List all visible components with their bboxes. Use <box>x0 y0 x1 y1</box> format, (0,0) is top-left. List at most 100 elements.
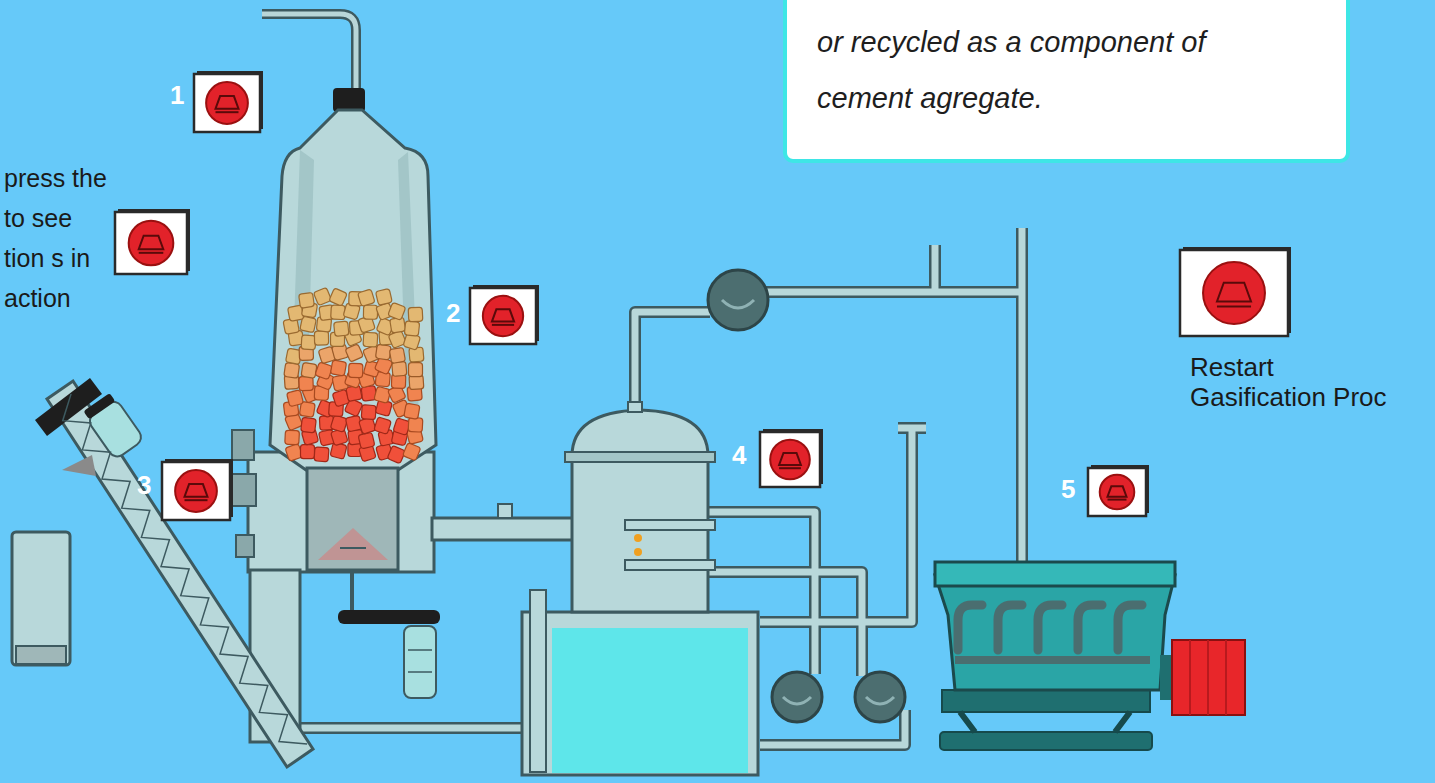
button-icon <box>779 453 801 465</box>
fuel-pellet <box>363 305 377 319</box>
engine <box>958 605 1142 650</box>
play-button <box>115 212 187 274</box>
button-icon <box>492 324 514 326</box>
pipe-outline <box>1016 228 1028 565</box>
button-icon <box>139 236 164 250</box>
fuel-pellet <box>283 287 424 463</box>
auger-screw <box>63 394 307 744</box>
button-light <box>1100 475 1135 510</box>
gasifier-vessel <box>270 110 436 470</box>
feed-pipe <box>262 14 356 92</box>
pump <box>866 697 894 704</box>
scrubber-vessel <box>625 520 715 530</box>
feed-auger <box>47 381 313 767</box>
play-button <box>470 288 536 344</box>
button-icon <box>1107 499 1126 501</box>
pipe <box>1019 228 1026 565</box>
gasifier-vessel <box>236 535 254 557</box>
button-icon <box>139 252 164 254</box>
fuel-pellet <box>285 430 300 445</box>
grate-chamber <box>404 626 436 698</box>
fuel-pellet <box>299 292 315 308</box>
pipe <box>760 428 912 622</box>
pipe <box>766 289 1022 296</box>
fuel-pellet <box>376 289 393 306</box>
fuel-pellet <box>313 287 331 305</box>
feed-auger <box>82 392 145 460</box>
fuel-pellet <box>409 363 423 377</box>
grate-chamber <box>307 468 440 698</box>
scrubber-vessel <box>522 402 758 775</box>
scrubber-vessel <box>522 612 758 775</box>
callout-number: 1 <box>170 80 184 110</box>
play-button <box>162 462 230 520</box>
fuel-pellet <box>345 344 363 362</box>
button-icon <box>216 96 239 109</box>
pump <box>855 672 905 722</box>
fuel-pellet <box>329 288 347 306</box>
pump <box>708 270 768 330</box>
fuel-pellet <box>374 417 392 435</box>
pipe <box>300 725 522 732</box>
fuel-pellet <box>408 417 423 432</box>
feed-auger <box>16 646 66 664</box>
button-icon <box>216 111 239 113</box>
fuel-pellet <box>358 289 375 306</box>
engine <box>935 575 1175 690</box>
button-icon <box>779 467 801 469</box>
pipe-outline <box>635 312 710 410</box>
scrubber-vessel <box>634 534 642 542</box>
pump <box>708 270 905 722</box>
play-button <box>194 74 260 132</box>
play-button <box>1180 250 1288 336</box>
fuel-pellet <box>348 363 362 377</box>
play-button <box>1088 468 1146 516</box>
scrubber-vessel <box>625 560 715 570</box>
fuel-pellet <box>375 344 391 360</box>
callout-number: 5 <box>1061 474 1075 504</box>
button-icon <box>185 499 208 501</box>
button-icon <box>1217 306 1251 308</box>
pipe <box>932 245 939 292</box>
fuel-pellet <box>314 331 328 345</box>
fuel-pellet <box>284 362 300 378</box>
fuel-pellet <box>301 362 317 378</box>
fuel-pellet <box>301 445 315 459</box>
callout-number: 3 <box>137 470 151 500</box>
feed-pipe <box>262 14 365 112</box>
fuel-pellet <box>404 403 420 419</box>
feed-auger <box>12 378 313 767</box>
scrubber-vessel <box>628 402 642 412</box>
button-light <box>483 296 523 336</box>
fuel-pellet <box>403 443 421 461</box>
engine <box>935 562 1175 586</box>
gas-outlet-pipe <box>432 504 577 540</box>
feed-auger <box>83 393 115 420</box>
callout-number: 2 <box>446 298 460 328</box>
engine <box>1190 640 1226 715</box>
fuel-pellet <box>334 321 349 336</box>
grate-chamber <box>338 610 440 624</box>
button-icon <box>492 309 514 321</box>
callout-number: 4 <box>732 440 746 470</box>
gas-outlet-pipe <box>498 504 512 518</box>
engine <box>955 656 1150 664</box>
feed-auger <box>12 532 70 665</box>
fuel-pellet <box>301 417 317 433</box>
engine <box>1172 640 1245 715</box>
gas-outlet-pipe <box>432 518 577 540</box>
grate-chamber <box>318 528 388 560</box>
button-light <box>1203 262 1265 324</box>
fuel-pellet <box>404 321 419 336</box>
fuel-pellet <box>358 432 375 449</box>
button-light <box>770 440 810 480</box>
scrubber-vessel <box>572 410 708 456</box>
fuel-pellet <box>330 415 347 432</box>
scrubber-vessel <box>552 628 748 773</box>
grate-chamber <box>408 649 432 651</box>
scrubber-vessel <box>572 460 708 612</box>
fuel-pellet <box>314 447 329 462</box>
pipe-outline <box>929 245 941 292</box>
fuel-pellet <box>331 305 346 320</box>
button-light <box>206 82 248 124</box>
